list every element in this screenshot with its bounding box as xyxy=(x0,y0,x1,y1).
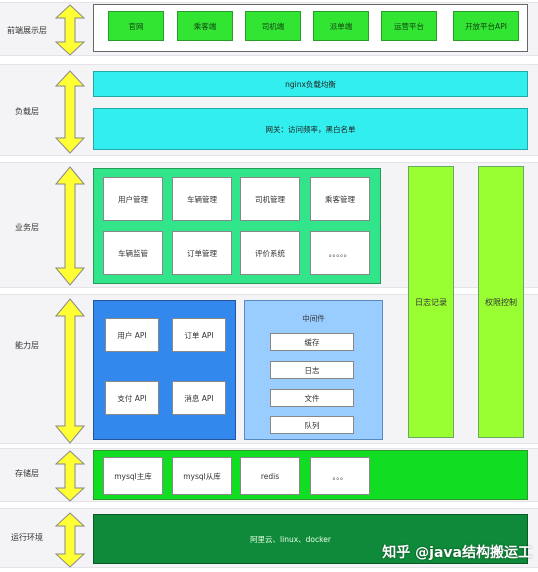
api-item: 订单 API xyxy=(172,318,226,352)
storage-item: 。。。 xyxy=(310,457,370,495)
frontend-item: 乘客端 xyxy=(177,11,233,41)
log-column: 日志记录 xyxy=(408,166,454,438)
business-item: 车辆监管 xyxy=(103,231,163,275)
business-item: 。。。。。 xyxy=(310,231,370,275)
middleware-item: 队列 xyxy=(270,416,354,434)
business-item: 车辆管理 xyxy=(172,177,232,221)
runtime-environment: 阿里云、linux、docker xyxy=(93,514,528,564)
business-item: 乘客管理 xyxy=(310,177,370,221)
business-item: 评价系统 xyxy=(240,231,300,275)
double-arrow-icon xyxy=(55,512,85,568)
double-arrow-icon xyxy=(55,298,85,444)
storage-item: mysql主库 xyxy=(103,457,163,495)
storage-item: redis xyxy=(240,457,300,495)
layer-label-runtime: 运行环境 xyxy=(11,533,43,542)
double-arrow-icon xyxy=(55,4,85,56)
nginx-load-balancer: nginx负载均衡 xyxy=(93,71,528,97)
middleware-item: 日志 xyxy=(270,361,354,379)
business-item: 司机管理 xyxy=(240,177,300,221)
frontend-item: 开放平台API xyxy=(453,11,519,41)
watermark: 知乎 @java结构搬运工 xyxy=(382,545,532,561)
layer-label-storage: 存储层 xyxy=(15,469,39,478)
runtime-text: 阿里云、linux、docker xyxy=(250,534,331,544)
double-arrow-icon xyxy=(55,450,85,502)
frontend-item: 司机端 xyxy=(245,11,301,41)
api-item: 消息 API xyxy=(172,381,226,415)
permission-column: 权限控制 xyxy=(478,166,524,438)
api-item: 支付 API xyxy=(105,381,159,415)
storage-item: mysql从库 xyxy=(172,457,232,495)
layer-label-load: 负载层 xyxy=(15,107,39,116)
double-arrow-icon xyxy=(55,166,85,286)
double-arrow-icon xyxy=(55,70,85,154)
api-item: 用户 API xyxy=(105,318,159,352)
gateway: 网关：访问频率，黑白名单 xyxy=(93,108,528,150)
layer-label-ability: 能力层 xyxy=(15,341,39,350)
middleware-item: 文件 xyxy=(270,389,354,407)
layer-label-business: 业务层 xyxy=(15,223,39,232)
middleware-item: 缓存 xyxy=(270,333,354,351)
frontend-item: 运营平台 xyxy=(381,11,437,41)
business-item: 用户管理 xyxy=(103,177,163,221)
frontend-item: 派单端 xyxy=(313,11,369,41)
frontend-item: 官网 xyxy=(108,11,164,41)
layer-label-frontend: 前端展示层 xyxy=(7,26,47,35)
business-item: 订单管理 xyxy=(172,231,232,275)
middleware-title: 中间件 xyxy=(302,314,325,323)
